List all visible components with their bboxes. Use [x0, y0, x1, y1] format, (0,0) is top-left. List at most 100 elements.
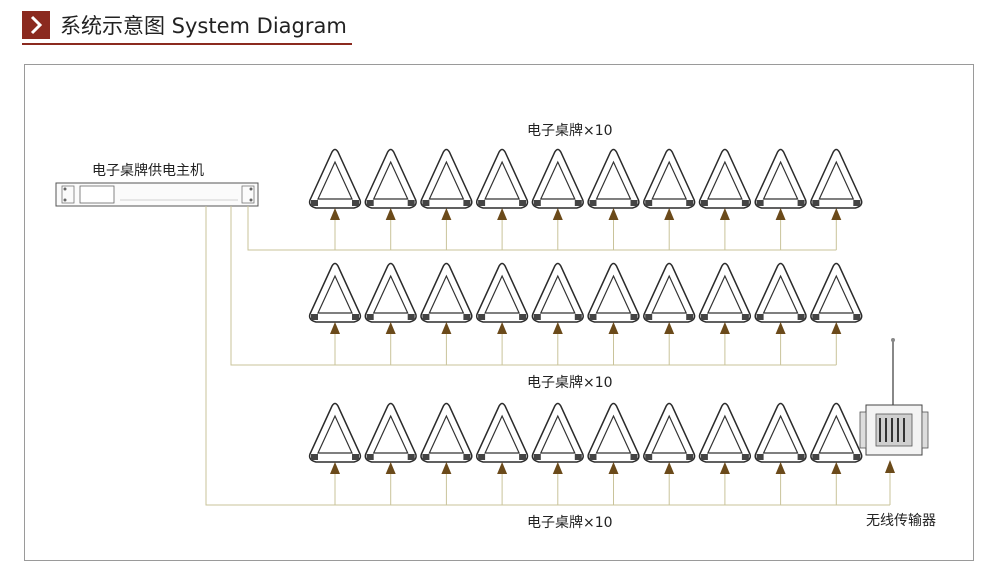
up-arrow: [441, 208, 452, 220]
nameplate-foot: [812, 314, 820, 320]
nameplate-inner: [818, 160, 855, 200]
nameplate-foot: [797, 454, 805, 460]
up-arrow: [608, 208, 619, 220]
up-arrow: [330, 208, 340, 220]
up-arrow: [608, 462, 619, 474]
nameplate-outline: [810, 402, 863, 463]
up-arrow: [719, 208, 730, 220]
up-arrow: [330, 322, 340, 334]
nameplate-foot: [366, 200, 374, 206]
nameplate-outline: [531, 262, 584, 323]
desk-nameplate: [364, 148, 417, 220]
nameplate-inner: [762, 160, 799, 200]
page-title: 系统示意图 System Diagram: [60, 14, 347, 38]
nameplate-inner: [762, 274, 799, 314]
nameplate-outline: [531, 148, 584, 209]
nameplate-foot: [797, 200, 805, 206]
nameplate-foot: [533, 314, 541, 320]
nameplate-foot: [519, 314, 527, 320]
nameplate-inner: [372, 160, 409, 200]
nameplate-foot: [756, 454, 764, 460]
nameplate-foot: [700, 454, 708, 460]
nameplate-inner: [317, 414, 353, 454]
nameplate-outline: [643, 262, 696, 323]
nameplate-foot: [533, 200, 541, 206]
nameplate-inner: [595, 160, 632, 200]
desk-nameplate: [587, 148, 640, 220]
nameplate-inner: [428, 274, 465, 314]
up-arrow: [441, 462, 452, 474]
nameplate-inner: [595, 274, 632, 314]
nameplate-outline: [308, 262, 362, 323]
nameplate-outline: [643, 402, 696, 463]
up-arrow: [831, 322, 842, 334]
nameplate-foot: [589, 454, 597, 460]
nameplate-foot: [589, 314, 597, 320]
nameplate-foot: [686, 200, 694, 206]
nameplate-inner: [317, 274, 353, 314]
up-arrow: [497, 462, 508, 474]
up-arrow: [441, 322, 452, 334]
nameplate-inner: [539, 414, 576, 454]
nameplate-foot: [812, 454, 820, 460]
desk-nameplate: [643, 148, 696, 220]
host-power-unit: [55, 182, 259, 207]
nameplate-foot: [574, 200, 582, 206]
nameplate-foot: [741, 314, 749, 320]
nameplate-foot: [756, 200, 764, 206]
desk-nameplate: [531, 402, 584, 474]
up-arrow: [664, 462, 675, 474]
desk-nameplate: [698, 402, 752, 474]
nameplate-foot: [853, 454, 861, 460]
nameplate-outline: [308, 402, 362, 463]
nameplate-foot: [574, 314, 582, 320]
desk-nameplate: [754, 402, 807, 474]
nameplate-foot: [311, 454, 318, 460]
desk-nameplate: [308, 402, 362, 474]
nameplate-foot: [463, 314, 471, 320]
nameplate-foot: [519, 200, 527, 206]
up-arrow: [831, 462, 842, 474]
nameplate-foot: [741, 454, 749, 460]
nameplate-foot: [853, 200, 861, 206]
nameplate-foot: [630, 454, 638, 460]
desk-nameplate: [420, 262, 473, 334]
nameplate-inner: [818, 414, 855, 454]
nameplate-outline: [420, 148, 473, 209]
nameplate-outline: [420, 402, 473, 463]
nameplate-inner: [595, 414, 632, 454]
nameplate-outline: [475, 262, 529, 323]
desk-nameplate: [531, 262, 584, 334]
up-arrow: [385, 462, 396, 474]
nameplate-foot: [853, 314, 861, 320]
up-arrow: [608, 322, 619, 334]
nameplate-foot: [352, 314, 359, 320]
nameplate-foot: [645, 200, 653, 206]
nameplate-outline: [643, 148, 696, 209]
row-1-label: 电子桌牌×10: [527, 123, 613, 139]
desk-nameplate: [531, 148, 584, 220]
nameplate-outline: [754, 262, 807, 323]
nameplate-outline: [810, 262, 863, 323]
desk-nameplate: [810, 148, 863, 220]
nameplate-inner: [484, 274, 521, 314]
row-3-label: 电子桌牌×10: [527, 515, 613, 531]
nameplate-outline: [364, 262, 417, 323]
nameplate-foot: [574, 454, 582, 460]
nameplate-foot: [422, 454, 430, 460]
nameplate-foot: [700, 314, 708, 320]
up-arrow: [497, 208, 508, 220]
nameplate-outline: [364, 148, 417, 209]
nameplate-inner: [706, 274, 743, 314]
nameplate-outline: [420, 262, 473, 323]
up-arrow: [552, 322, 563, 334]
nameplate-foot: [422, 314, 430, 320]
nameplate-outline: [587, 402, 640, 463]
nameplate-inner: [651, 160, 688, 200]
nameplate-foot: [407, 454, 415, 460]
desk-nameplate: [754, 262, 807, 334]
desk-nameplate: [364, 402, 417, 474]
up-arrow: [330, 462, 340, 474]
up-arrow: [719, 322, 730, 334]
nameplate-inner: [539, 274, 576, 314]
